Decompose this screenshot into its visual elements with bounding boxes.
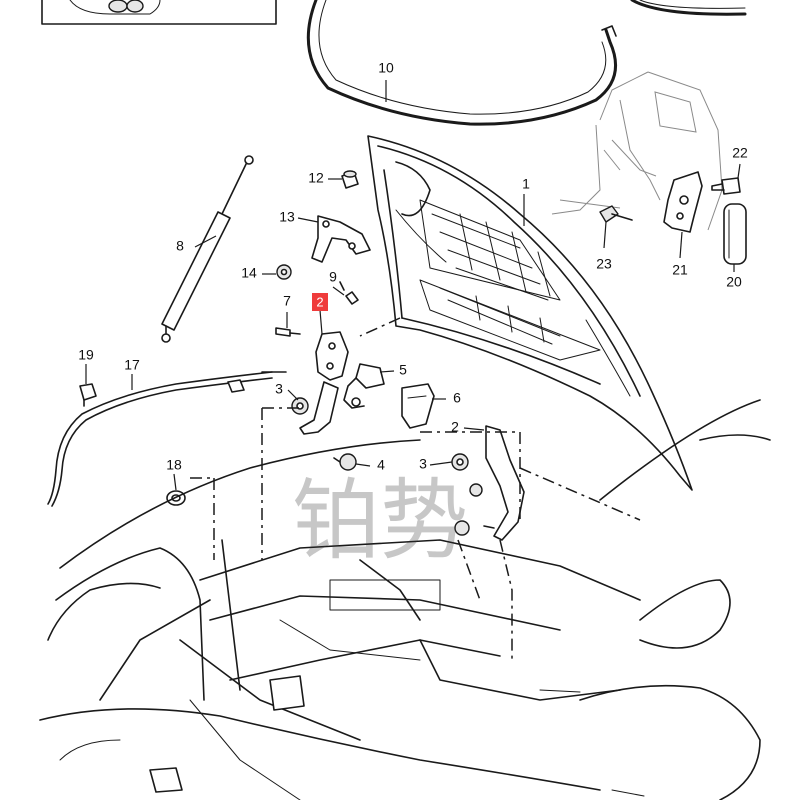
bolt-part-22 [711, 177, 741, 195]
release-cable-part-17 [47, 371, 287, 507]
clip-part-23 [599, 205, 633, 223]
hood-seal-part-10 [306, 0, 618, 126]
bolt-part-9 [339, 281, 359, 305]
cover-part-6 [401, 383, 435, 429]
inset-detail-box [41, 0, 277, 25]
nut-part-14 [276, 264, 292, 280]
gas-strut-part-8 [161, 155, 254, 343]
callout-8: 8 [176, 238, 184, 254]
buffer-part-20 [723, 203, 747, 265]
callout-13: 13 [279, 209, 295, 225]
hinge-upper-part-13 [311, 215, 371, 263]
callout-2-highlight-box [312, 293, 328, 311]
callout-23: 23 [596, 256, 612, 272]
callout-21: 21 [672, 262, 688, 278]
bracket-part-21 [663, 171, 703, 233]
callout-3-left: 3 [275, 381, 283, 397]
trim-strip-top-right [630, 0, 747, 16]
inner-fender-structure [551, 71, 723, 231]
watermark: 铂势 [292, 469, 468, 572]
bolt-part-4 [333, 453, 357, 471]
callout-5: 5 [399, 362, 407, 378]
callout-4: 4 [377, 457, 385, 473]
switch-part-5 [343, 363, 385, 409]
callout-9: 9 [329, 269, 337, 285]
callout-labels: 10 1 12 8 13 14 9 7 2 5 6 3 4 3 2 19 17 … [78, 60, 748, 473]
callout-10: 10 [378, 60, 394, 76]
clip-part-19 [79, 383, 97, 407]
callout-22: 22 [732, 145, 748, 161]
callout-2-highlighted: 2 [316, 294, 323, 309]
callout-20: 20 [726, 274, 742, 290]
hinge-lower-right [454, 425, 525, 541]
watermark-text: 铂势 [292, 469, 468, 572]
callout-leader-lines [85, 80, 741, 491]
assembly-guide-lines [190, 317, 641, 660]
nut-part-3-right [451, 453, 469, 471]
callout-3-right: 3 [419, 456, 427, 472]
callout-6: 6 [453, 390, 461, 406]
car-front-body [39, 399, 771, 800]
callout-19: 19 [78, 347, 94, 363]
latch-assembly-part-2 [299, 331, 349, 435]
callout-17: 17 [124, 357, 140, 373]
screw-part-7 [275, 327, 301, 337]
nut-part-3-left [291, 397, 309, 415]
callout-18: 18 [166, 457, 182, 473]
callout-7: 7 [283, 293, 291, 309]
callout-12: 12 [308, 170, 324, 186]
callout-2: 2 [451, 419, 459, 435]
callout-14: 14 [241, 265, 257, 281]
hood-part-1 [367, 135, 693, 491]
bump-stop-part-12 [341, 170, 359, 189]
callout-1: 1 [522, 176, 530, 192]
